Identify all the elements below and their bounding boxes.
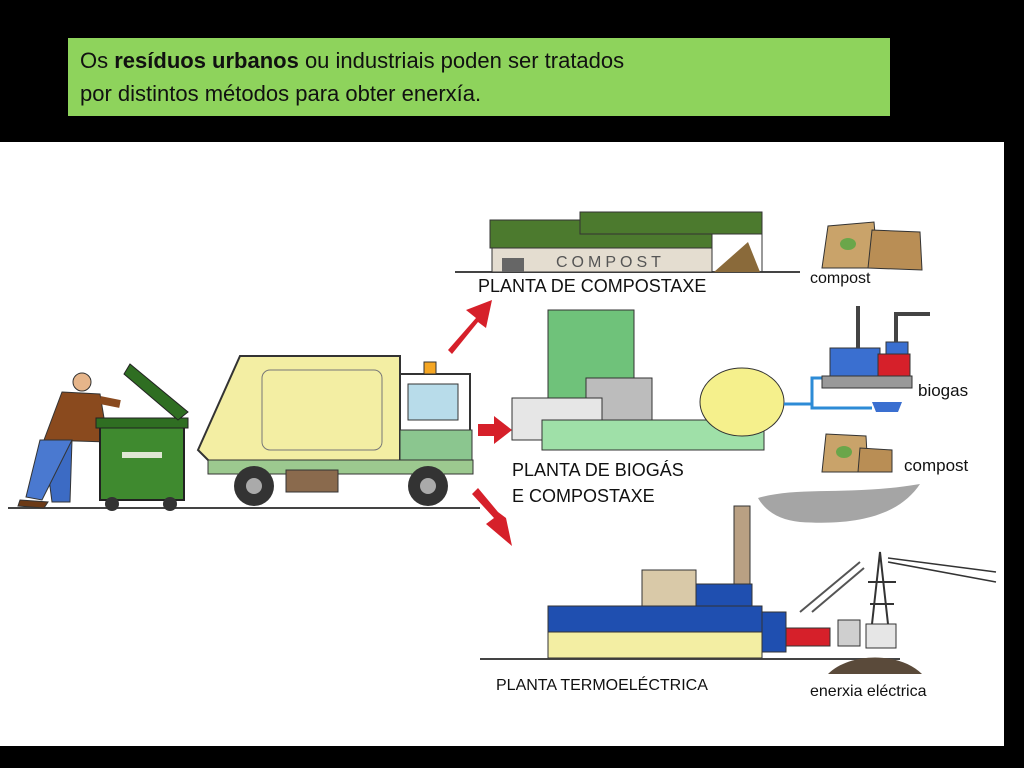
worker-figure: [17, 372, 121, 509]
biogas-label: biogas: [918, 381, 969, 400]
red-arrows: [448, 300, 512, 546]
compost-sacks-1: [821, 221, 923, 271]
title-banner: Os resíduos urbanos ou industriais poden…: [68, 38, 890, 116]
building-sign: COMPOST: [556, 254, 665, 271]
compost-label-1: compost: [810, 270, 871, 287]
thermoelectric-plant-label: PLANTA TERMOELÉCTRICA: [496, 677, 708, 694]
diagram-illustration: COMPOST: [8, 211, 997, 674]
compost-plant-label: PLANTA DE COMPOSTAXE: [478, 276, 707, 296]
banner-bold-term: resíduos urbanos: [114, 48, 299, 73]
biogas-plant-label-line-2: E COMPOSTAXE: [512, 486, 655, 506]
green-bin: [95, 363, 189, 511]
biogas-engine: [810, 306, 930, 412]
electric-energy-label: enerxia eléctrica: [810, 683, 927, 700]
banner-line-2: por distintos métodos para obter enerxía…: [80, 81, 482, 106]
garbage-truck: [196, 355, 474, 506]
composting-plant: COMPOST: [489, 211, 763, 273]
biogas-plant-label-line-1: PLANTA DE BIOGÁS: [512, 460, 684, 480]
diagram-panel: COMPOST: [0, 142, 1004, 746]
compost-label-2: compost: [904, 456, 969, 475]
banner-line-1: Os resíduos urbanos ou industriais poden…: [80, 48, 625, 73]
thermoelectric-plant: [547, 484, 997, 674]
compost-sacks-2: [821, 433, 893, 473]
biogas-plant: [511, 309, 830, 451]
